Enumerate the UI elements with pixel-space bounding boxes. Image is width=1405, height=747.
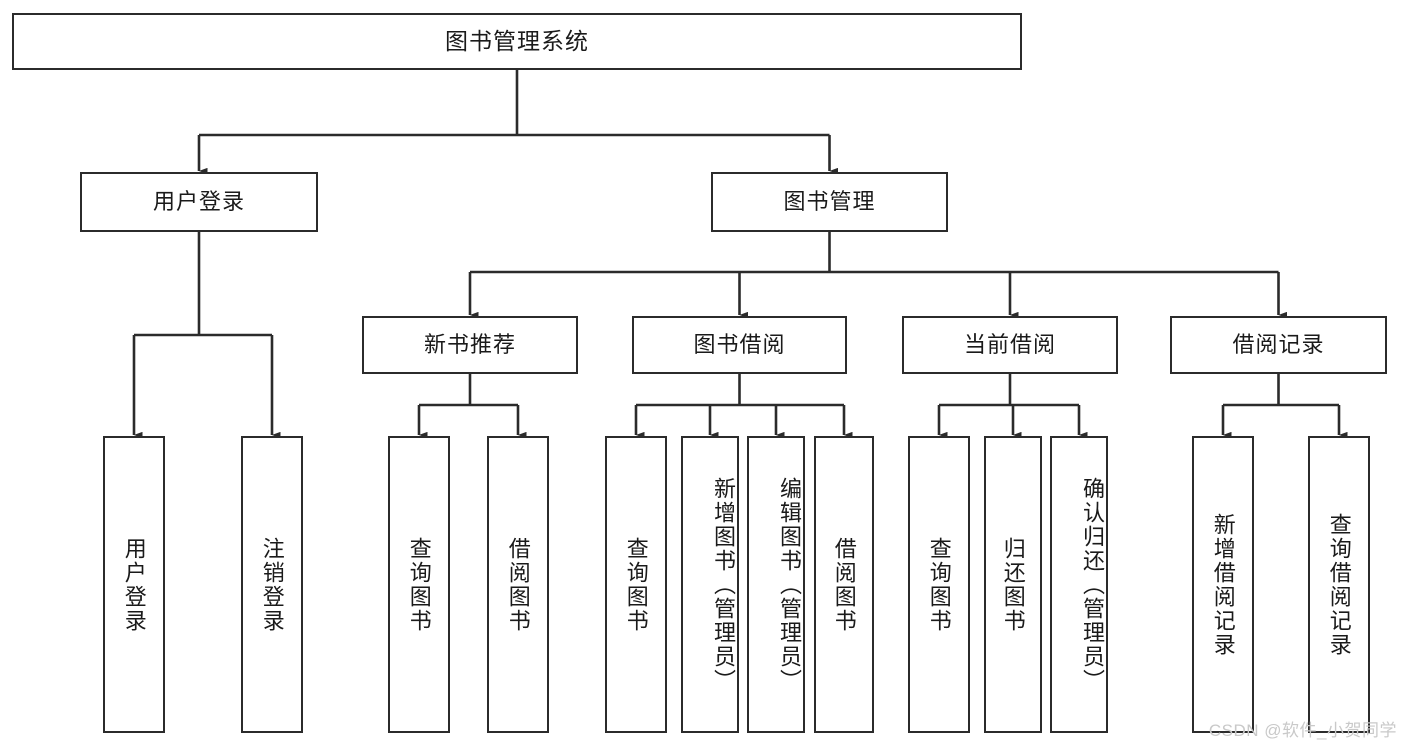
node-新增图书管理员[interactable]: 新增图书（管理员） xyxy=(681,436,739,733)
node-label: 查询图书 xyxy=(406,536,432,633)
node-label: 用户登录 xyxy=(121,536,147,633)
node-编辑图书管理员[interactable]: 编辑图书（管理员） xyxy=(747,436,805,733)
node-查询图书[interactable]: 查询图书 xyxy=(605,436,667,733)
node-label: 新增图书（管理员） xyxy=(711,476,736,693)
node-label: 编辑图书（管理员） xyxy=(777,476,802,693)
node-借阅图书[interactable]: 借阅图书 xyxy=(814,436,874,733)
node-借阅图书[interactable]: 借阅图书 xyxy=(487,436,549,733)
node-label: 用户登录 xyxy=(152,188,245,214)
node-label: 借阅记录 xyxy=(1232,331,1325,357)
node-label: 归还图书 xyxy=(1000,536,1026,633)
node-label: 确认归还（管理员） xyxy=(1080,476,1105,693)
node-label: 图书管理 xyxy=(783,188,876,214)
csdn-watermark: CSDN @软件_小贺同学 xyxy=(1208,721,1397,740)
node-label: 新增借阅记录 xyxy=(1210,512,1236,657)
node-label: 当前借阅 xyxy=(963,331,1056,357)
node-借阅记录[interactable]: 借阅记录 xyxy=(1170,316,1387,374)
node-label: 图书借阅 xyxy=(693,331,786,357)
node-查询图书[interactable]: 查询图书 xyxy=(388,436,450,733)
node-图书管理系统[interactable]: 图书管理系统 xyxy=(12,13,1022,70)
node-label: 注销登录 xyxy=(259,536,285,633)
node-确认归还管理员[interactable]: 确认归还（管理员） xyxy=(1050,436,1108,733)
node-label: 图书管理系统 xyxy=(445,27,589,54)
node-label: 借阅图书 xyxy=(831,536,857,633)
node-新书推荐[interactable]: 新书推荐 xyxy=(362,316,578,374)
node-查询图书[interactable]: 查询图书 xyxy=(908,436,970,733)
node-新增借阅记录[interactable]: 新增借阅记录 xyxy=(1192,436,1254,733)
node-用户登录[interactable]: 用户登录 xyxy=(103,436,165,733)
node-用户登录[interactable]: 用户登录 xyxy=(80,172,318,232)
node-label: 查询借阅记录 xyxy=(1326,512,1352,657)
node-注销登录[interactable]: 注销登录 xyxy=(241,436,303,733)
node-label: 查询图书 xyxy=(623,536,649,633)
node-归还图书[interactable]: 归还图书 xyxy=(984,436,1042,733)
node-label: 借阅图书 xyxy=(505,536,531,633)
node-label: 查询图书 xyxy=(926,536,952,633)
node-图书管理[interactable]: 图书管理 xyxy=(711,172,948,232)
node-图书借阅[interactable]: 图书借阅 xyxy=(632,316,847,374)
node-当前借阅[interactable]: 当前借阅 xyxy=(902,316,1118,374)
node-查询借阅记录[interactable]: 查询借阅记录 xyxy=(1308,436,1370,733)
node-label: 新书推荐 xyxy=(423,331,516,357)
